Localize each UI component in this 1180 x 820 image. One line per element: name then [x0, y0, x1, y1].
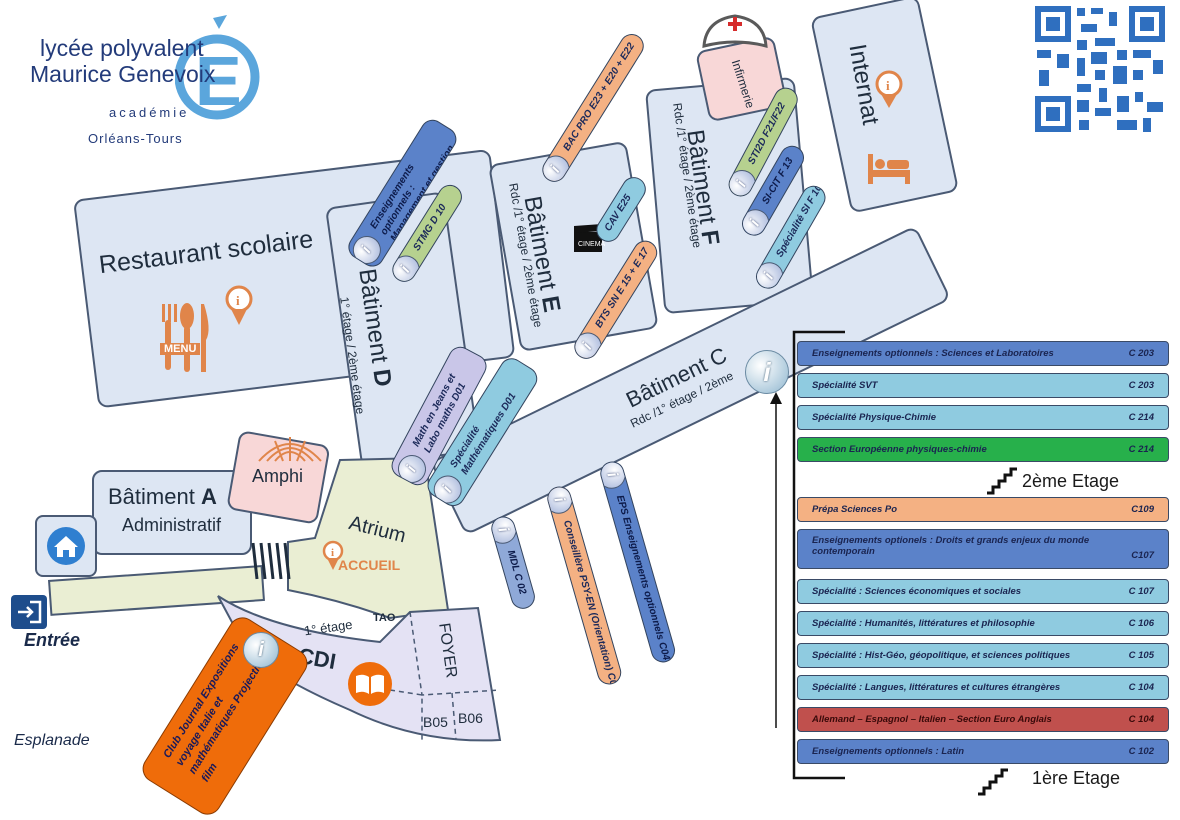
etage-2-label: 2ème Etage	[1022, 471, 1120, 491]
room-row[interactable]: Allemand – Espagnol – Italien – Section …	[797, 707, 1169, 732]
location-pin-icon[interactable]: i	[875, 70, 903, 110]
entree-label: Entrée	[24, 630, 81, 650]
svg-text:i: i	[331, 547, 334, 559]
esplanade-label: Esplanade	[14, 732, 90, 749]
room-number: C 102	[1128, 746, 1154, 757]
room-number: C 104	[1128, 682, 1154, 693]
batiment-c-info-icon[interactable]: i	[745, 350, 789, 394]
batiment-a-sub: Administratif	[122, 515, 222, 535]
etage-1-label: 1ère Etage	[1032, 768, 1121, 788]
room-number: C 214	[1128, 412, 1154, 423]
qr-code-icon[interactable]	[1033, 4, 1167, 134]
batiment-a[interactable]	[92, 470, 252, 555]
bed-icon	[868, 154, 910, 184]
room-label: Allemand – Espagnol – Italien – Section …	[812, 714, 1052, 725]
stair-passage	[251, 542, 291, 580]
room-number: C 203	[1128, 348, 1154, 359]
room-label: Spécialité : Hist-Géo, géopolitique, et …	[812, 650, 1071, 661]
svg-text:i: i	[886, 78, 890, 93]
entrance-icon[interactable]	[10, 594, 48, 630]
amphitheater-icon	[258, 437, 322, 462]
room-label: Enseignements optionnels : Sciences et L…	[812, 348, 1054, 359]
room-label: Spécialité Physique-Chimie	[812, 412, 937, 423]
cutlery-icon	[162, 303, 209, 372]
nurse-cap-icon	[702, 14, 768, 48]
room-row[interactable]: Spécialité : Langues, littératures et cu…	[797, 675, 1169, 700]
school-name-line1: lycée polyvalent	[40, 35, 204, 61]
room-row[interactable]: Prépa Sciences Po C109	[797, 497, 1169, 522]
room-b06: B06	[458, 710, 483, 726]
room-label: Enseignements optionnels : Latin	[812, 746, 965, 757]
room-b05: B05	[423, 714, 448, 730]
stairs-icon	[978, 768, 1008, 796]
room-row[interactable]: Spécialité SVT C 203	[797, 373, 1169, 398]
room-label: Section Européenne physiques-chimie	[812, 444, 987, 455]
academy-line1: académie	[109, 105, 190, 120]
room-row[interactable]: Spécialité : Hist-Géo, géopolitique, et …	[797, 643, 1169, 668]
location-pin-icon[interactable]: i	[322, 540, 344, 574]
academy-line2: Orléans-Tours	[88, 131, 183, 146]
room-number: C 104	[1128, 714, 1154, 725]
room-label: Enseignements optionels : Droits et gran…	[812, 535, 1090, 557]
room-number: C 106	[1128, 618, 1154, 629]
room-number: C 214	[1128, 444, 1154, 455]
amphi-name: Amphi	[252, 466, 304, 486]
restaurant-name: Restaurant scolaire	[97, 225, 315, 280]
svg-text:E: E	[195, 42, 242, 120]
academy-e-logo-icon: E	[175, 15, 260, 120]
room-row[interactable]: Enseignements optionnels : Latin C 102	[797, 739, 1169, 764]
school-name-line2: Maurice Genevoix	[30, 61, 216, 87]
atrium-area[interactable]	[280, 450, 455, 630]
room-number: C109	[1131, 504, 1154, 515]
svg-text:i: i	[236, 293, 240, 308]
room-label: Prépa Sciences Po	[812, 504, 898, 515]
room-list-bracket	[770, 330, 845, 780]
stairs-icon	[987, 467, 1017, 495]
location-pin-icon[interactable]: i	[225, 285, 253, 329]
room-row[interactable]: Enseignements optionels : Droits et gran…	[797, 529, 1169, 569]
tao-label: TAO	[373, 612, 396, 624]
menu-label: MENU	[160, 343, 201, 355]
room-label: Spécialité SVT	[812, 380, 878, 391]
room-number: C107	[1131, 550, 1154, 561]
room-number: C 203	[1128, 380, 1154, 391]
room-label: Spécialité : Humanités, littératures et …	[812, 618, 1035, 629]
accueil-label: ACCUEIL	[338, 557, 401, 573]
home-icon[interactable]	[46, 527, 86, 565]
room-row[interactable]: Spécialité : Sciences économiques et soc…	[797, 579, 1169, 604]
school-logo: E lycée polyvalent Maurice Genevoix acad…	[25, 15, 260, 146]
room-row[interactable]: Spécialité Physique-Chimie C 214	[797, 405, 1169, 430]
room-number: C 107	[1128, 586, 1154, 597]
room-row[interactable]: Spécialité : Humanités, littératures et …	[797, 611, 1169, 636]
book-icon	[348, 662, 392, 706]
room-label: Spécialité : Langues, littératures et cu…	[812, 682, 1061, 693]
batiment-a-name: Bâtiment A	[108, 484, 217, 509]
svg-text:CINEMA: CINEMA	[578, 241, 606, 248]
cdi-info-icon[interactable]: i	[243, 632, 279, 668]
room-row[interactable]: Enseignements optionnels : Sciences et L…	[797, 341, 1169, 366]
room-number: C 105	[1128, 650, 1154, 661]
room-label: Spécialité : Sciences économiques et soc…	[812, 586, 1022, 597]
room-row[interactable]: Section Européenne physiques-chimie C 214	[797, 437, 1169, 462]
